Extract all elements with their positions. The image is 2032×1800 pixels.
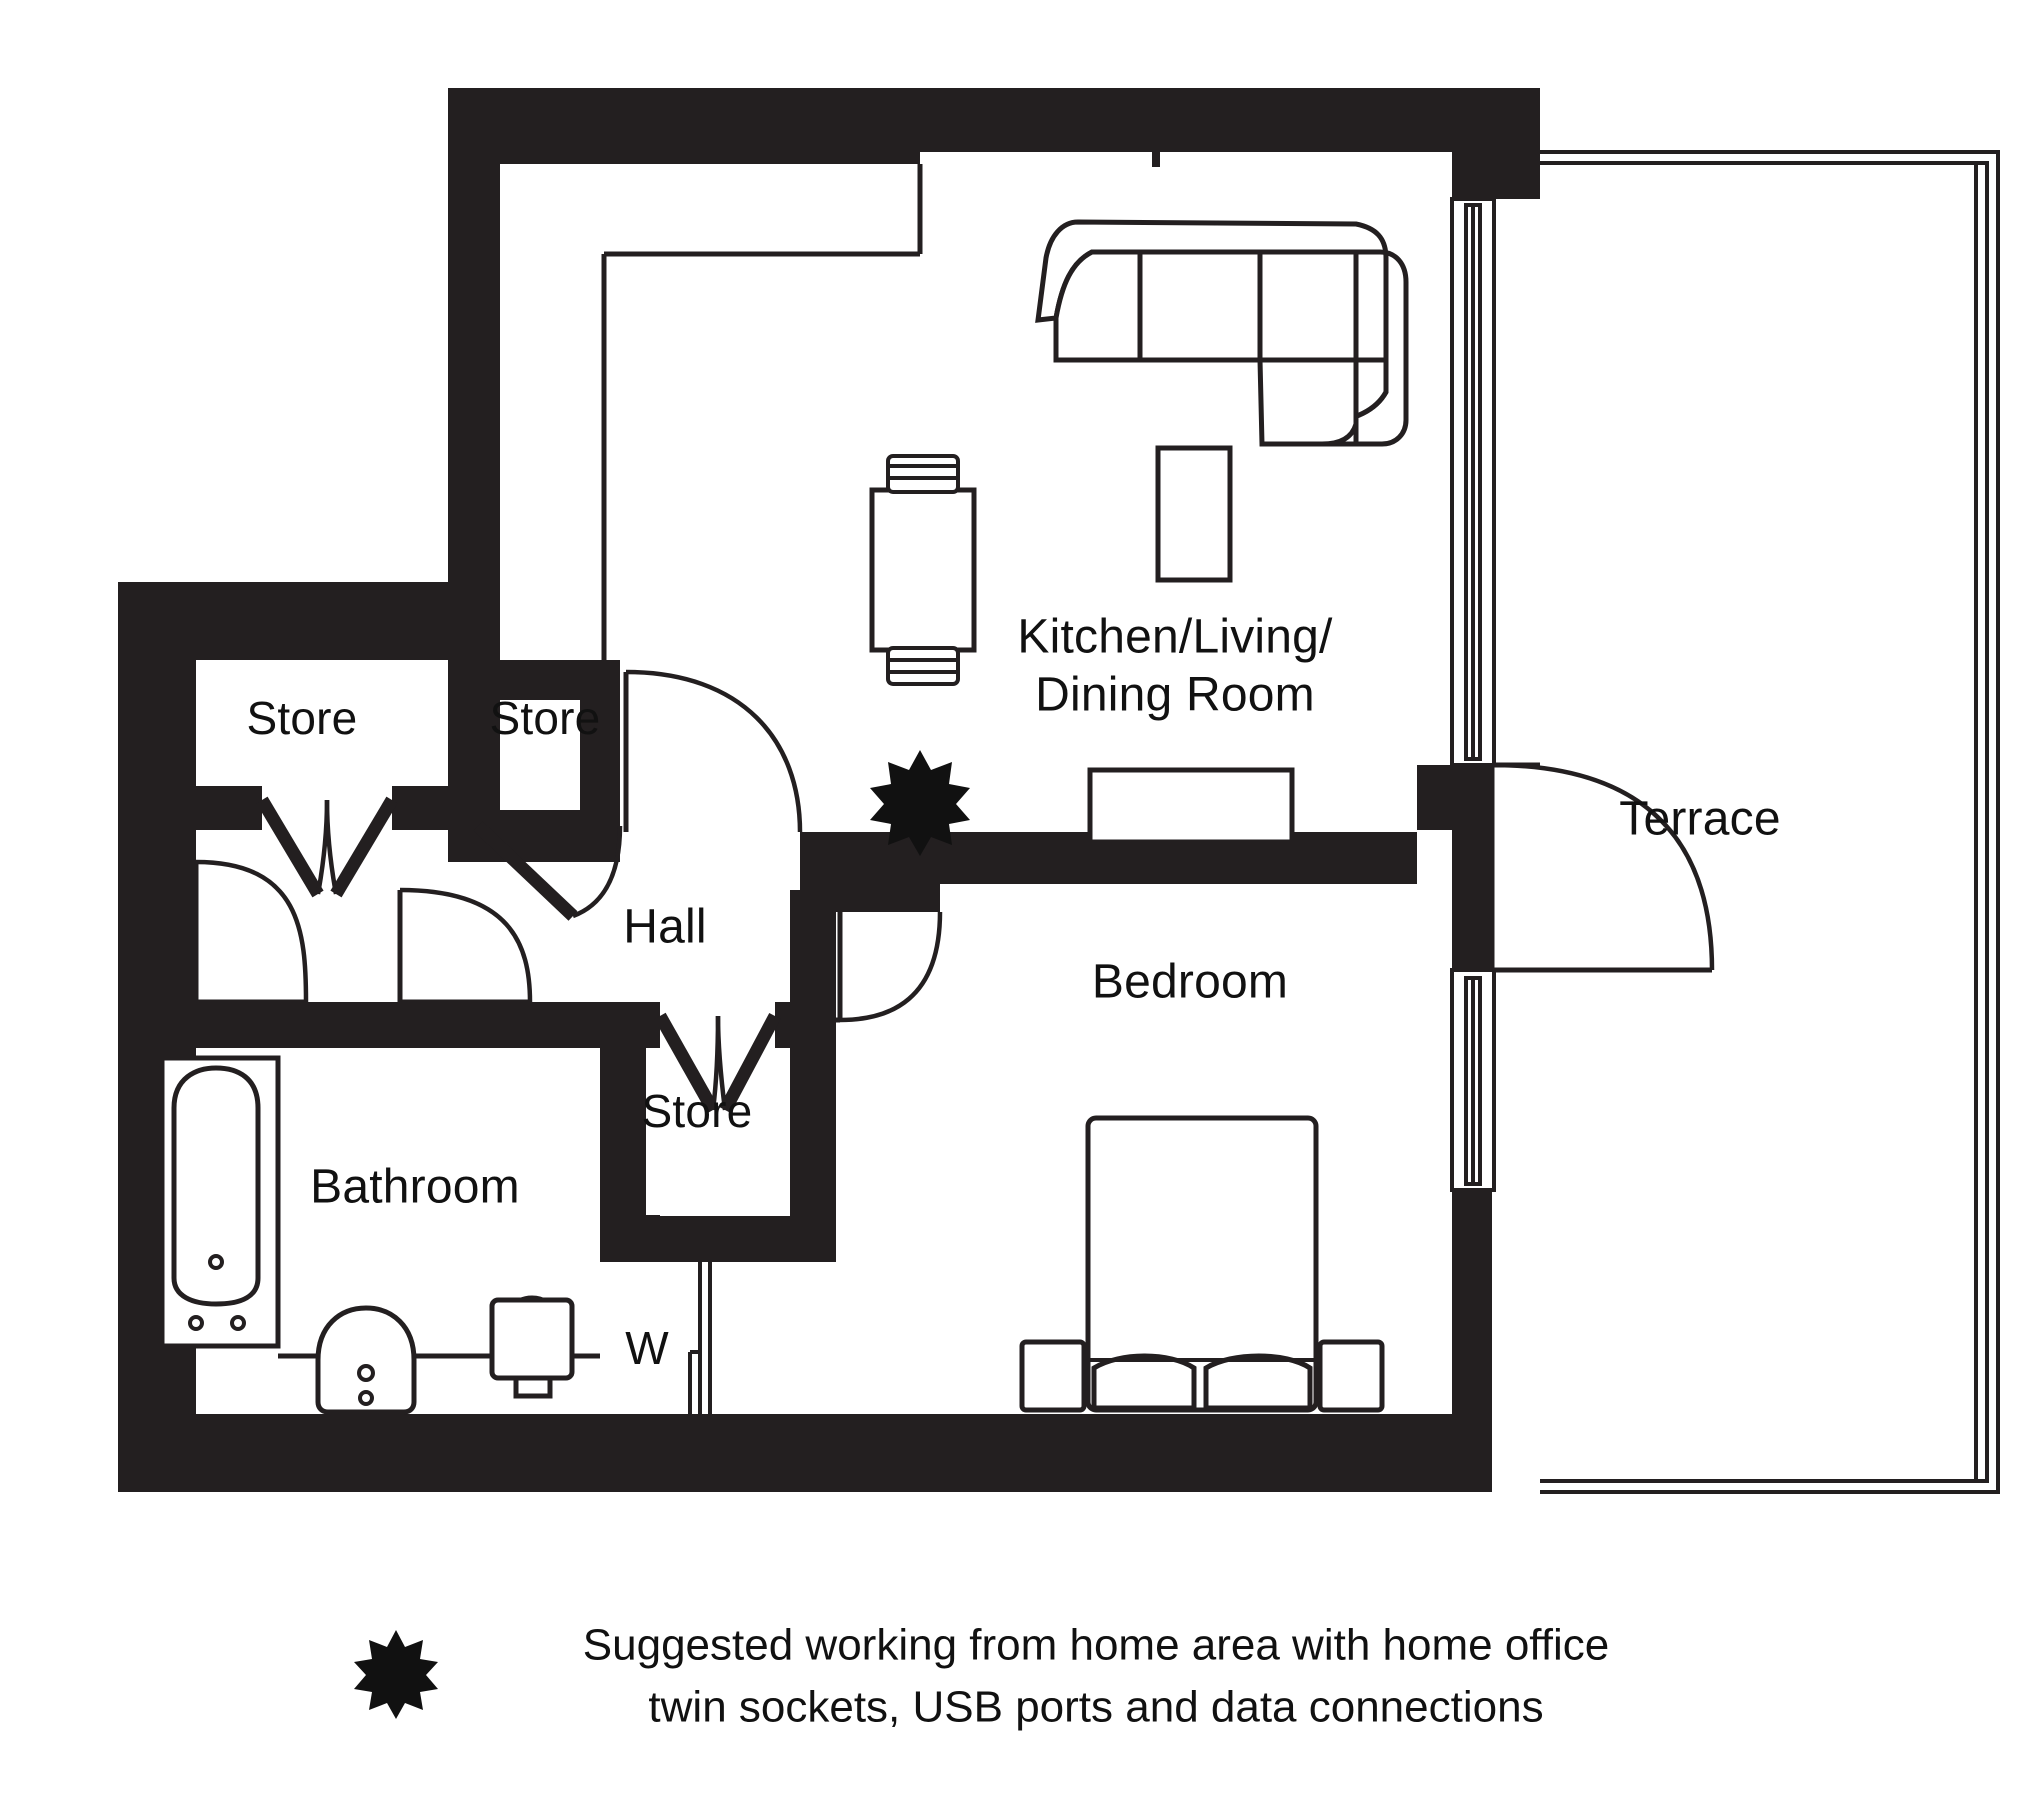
label-store-left: Store xyxy=(247,692,358,744)
pillow-right xyxy=(1203,1353,1313,1411)
door-bathroom-swing xyxy=(399,887,533,1003)
bathroom-fixtures xyxy=(159,1055,600,1415)
sofa-corner-seat xyxy=(1257,357,1359,447)
dining-chair-bottom xyxy=(886,646,960,686)
wall-bottom xyxy=(118,1414,1492,1492)
dining-chair-top xyxy=(886,454,960,494)
wfh-marker-group xyxy=(870,750,970,856)
nightstand-left xyxy=(1019,1339,1087,1413)
nightstand-right xyxy=(1317,1339,1385,1413)
kitchen-units xyxy=(601,164,923,832)
bedroom-furniture xyxy=(1019,1115,1385,1413)
washing-machine-area xyxy=(688,1262,712,1414)
label-terrace: Terrace xyxy=(1619,793,1780,846)
label-kitchen-living-dining-line2: Dining Room xyxy=(1035,669,1315,722)
bath-plug xyxy=(208,1254,224,1270)
wall-right-mid-c xyxy=(1452,830,1492,970)
bath-tap-1 xyxy=(188,1315,204,1331)
wc-cistern xyxy=(513,1375,553,1399)
label-store-lower: Store xyxy=(642,1085,753,1137)
room-labels: Kitchen/Living/ Dining Room Bedroom Bath… xyxy=(247,611,1781,1374)
wall-store-lower-right xyxy=(790,890,836,1262)
bed xyxy=(1085,1115,1319,1413)
glazing-group xyxy=(1450,197,1496,1192)
pillow-left xyxy=(1091,1353,1197,1411)
doors-group xyxy=(193,669,1715,1114)
legend-line-1: Suggested working from home area with ho… xyxy=(583,1621,1609,1670)
wc-outer xyxy=(489,1297,575,1381)
bath-tap-2 xyxy=(230,1315,246,1331)
door-kitchen-hall-swing xyxy=(625,669,803,833)
door-store-mid-swing xyxy=(572,825,623,919)
door-bedroom-swing xyxy=(839,911,943,1023)
wall-store-lower-step2 xyxy=(600,1180,646,1226)
sofa-cushion-1 xyxy=(1137,249,1263,363)
label-kitchen-living-dining-line1: Kitchen/Living/ xyxy=(1017,611,1333,664)
building-walls xyxy=(118,88,1540,1492)
legend-group: Suggested working from home area with ho… xyxy=(354,1621,1609,1732)
legend-marker-group xyxy=(354,1630,438,1719)
sofa-cushion-2 xyxy=(1257,249,1359,363)
door-store-left-leaf-2[interactable] xyxy=(330,796,398,898)
legend-starburst-icon xyxy=(354,1630,438,1719)
terrace-outline xyxy=(1540,150,2000,1494)
wall-store-lower-top-a xyxy=(600,1002,660,1048)
coffee-table xyxy=(1155,445,1233,583)
terrace-outline-inner xyxy=(1540,161,1989,1483)
basin xyxy=(315,1305,417,1415)
wall-kitchen-left xyxy=(448,88,500,592)
wall-right-mid-b xyxy=(1417,765,1492,830)
wall-store-mid-bottom xyxy=(448,810,620,862)
dining-table xyxy=(869,487,977,653)
door-store-left-leaf-1[interactable] xyxy=(256,796,324,898)
label-hall: Hall xyxy=(623,901,707,954)
wall-partition-notch xyxy=(800,832,840,900)
living-furniture xyxy=(869,219,1409,845)
wall-right-bottom xyxy=(1452,1190,1492,1492)
label-washing-machine: W xyxy=(625,1322,669,1374)
basin-tap xyxy=(358,1390,374,1406)
bath-inner xyxy=(171,1065,261,1307)
legend-line-2: twin sockets, USB ports and data connect… xyxy=(648,1683,1543,1732)
wall-store-lower-top-b xyxy=(775,1002,836,1048)
label-store-mid: Store xyxy=(490,692,601,744)
door-store-mid-leaf[interactable] xyxy=(473,821,578,921)
door-store-lower-leaf-2[interactable] xyxy=(719,1012,781,1114)
wall-outer-left xyxy=(118,582,196,1492)
wall-right-top-stub xyxy=(1452,152,1540,199)
wall-top xyxy=(448,88,1540,199)
wall-store-lower-left2 xyxy=(600,1002,646,1215)
wall-kitchen-bedroom xyxy=(800,832,1417,884)
wall-store-top xyxy=(118,582,500,660)
door-store-left-swing-2 xyxy=(324,799,339,895)
door-store-lower-leaf-1[interactable] xyxy=(654,1012,719,1114)
basin-plug xyxy=(357,1364,375,1382)
starburst-icon xyxy=(870,750,970,856)
label-bathroom: Bathroom xyxy=(310,1161,520,1214)
door-terrace-swing xyxy=(1491,762,1715,971)
terrace-area xyxy=(1540,150,2000,1494)
label-bedroom: Bedroom xyxy=(1092,956,1288,1009)
door-store-lower-swing-2 xyxy=(715,1015,728,1111)
wall-store-lower-bottom xyxy=(600,1216,836,1262)
tv-unit xyxy=(1087,767,1295,845)
door-entrance-swing xyxy=(195,859,309,1003)
wall-store-left-bottom-a xyxy=(196,786,262,830)
